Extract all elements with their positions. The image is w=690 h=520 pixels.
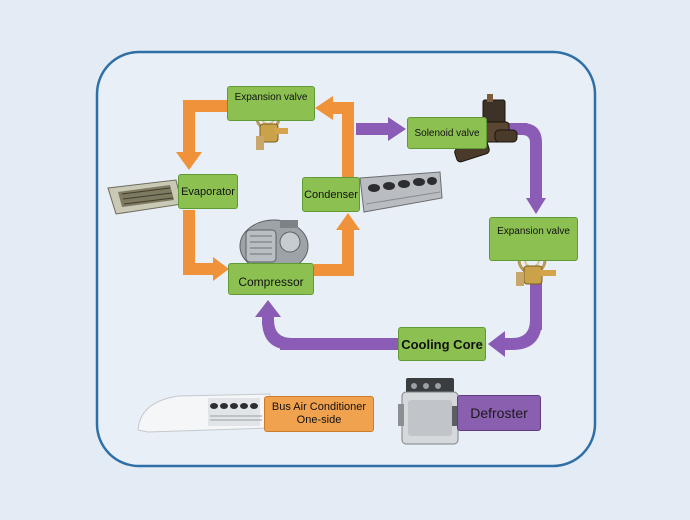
expansion-valve-right-label: Expansion valve (489, 217, 578, 261)
defroster-icon (398, 378, 462, 445)
bus-air-conditioner-label: Bus Air Conditioner One-side (264, 396, 374, 432)
bus-ac-line-1: Bus Air Conditioner (271, 401, 367, 413)
condenser-icon (359, 171, 443, 213)
cooling-core-label: Cooling Core (398, 327, 486, 361)
expansion-valve-top-label: Expansion valve (227, 86, 315, 121)
bus-air-conditioner-icon (137, 393, 271, 433)
compressor-icon (239, 219, 309, 273)
compressor-label: Compressor (228, 263, 314, 295)
purple-flow-loop (255, 117, 546, 357)
solenoid-valve-label: Solenoid valve (407, 117, 487, 149)
evaporator-icon (107, 179, 183, 215)
defroster-label: Defroster (457, 395, 541, 431)
orange-flow-loop (176, 96, 360, 281)
condenser-label: Condenser (302, 177, 360, 212)
evaporator-label: Evaporator (178, 174, 238, 209)
bus-ac-line-2: One-side (296, 414, 342, 426)
